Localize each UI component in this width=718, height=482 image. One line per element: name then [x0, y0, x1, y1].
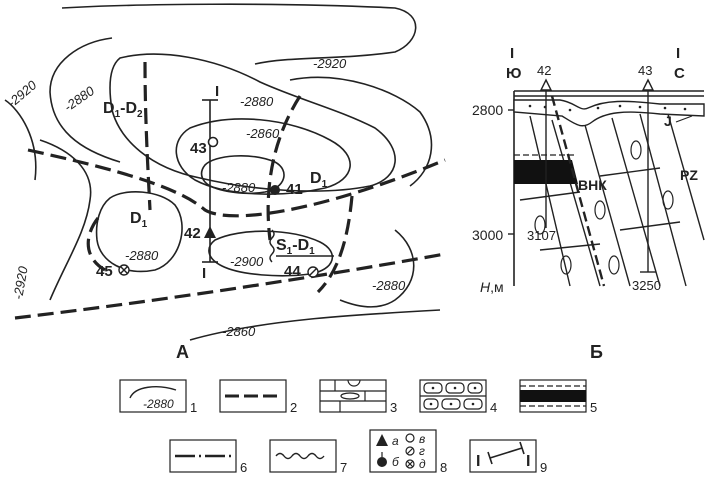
contour-line: [4, 99, 37, 181]
contour-label: -2880: [61, 83, 97, 115]
section-line-icon: [489, 447, 523, 459]
fault-line: [86, 217, 106, 272]
well-number: 42: [184, 225, 201, 242]
well-number: 43: [190, 140, 207, 157]
legend-box-3: [319, 379, 387, 413]
contour-line: [61, 3, 417, 65]
contour-line: [49, 37, 121, 163]
fault-line: [14, 252, 446, 320]
formation-d1-d2: D1-D2: [103, 100, 143, 120]
oil-bed-icon: [520, 390, 586, 402]
depth-tick-label: 2800: [472, 102, 503, 118]
wavy-boundary: [269, 229, 275, 263]
contour-label: -2920: [4, 77, 40, 110]
filled-triangle-icon: [204, 226, 216, 238]
jurassic-cover: [513, 99, 705, 127]
legend-box-9: [469, 439, 537, 473]
formation-s1-d1: S1-D1: [276, 237, 315, 257]
fault-line: [143, 61, 152, 211]
legend-number: 2: [290, 400, 297, 415]
well-depth: 3107: [527, 228, 556, 243]
contour-label: -2880: [240, 94, 274, 109]
contact-label: ВНК: [578, 177, 607, 193]
fault-line: [27, 148, 446, 218]
legend-section-end: I: [526, 453, 530, 470]
well-number: 45: [96, 263, 113, 280]
legend-number: 6: [240, 460, 247, 475]
legend-sub-label: б: [392, 455, 400, 469]
wavy-line-icon: [275, 452, 325, 460]
legend: -2880 1 2 3 4: [119, 379, 597, 475]
formation-d1-west: D1: [130, 210, 148, 230]
contour-line: [39, 139, 92, 301]
open-circle-icon: [207, 136, 219, 148]
cross-section: I I Ю С 42 43 2800 3000 Н,м: [472, 45, 705, 295]
stratum-label: J: [664, 113, 672, 129]
filled-circle-icon: [270, 185, 280, 195]
well-head-triangle-icon: [641, 78, 655, 91]
well-number: 41: [286, 181, 303, 198]
basement-blocks: [519, 113, 705, 287]
legend-number: 8: [440, 460, 447, 475]
direction-end: С: [674, 65, 685, 82]
sandstone-pattern-icon: [420, 382, 486, 410]
section-line-start: I: [510, 45, 514, 62]
section-well-number: 42: [537, 63, 551, 78]
contour-line: [339, 229, 415, 308]
legend-sub-label: в: [419, 432, 425, 446]
legend-box-7: [269, 439, 337, 473]
legend-sample-text: -2880: [143, 397, 174, 411]
fault-lines: [14, 61, 446, 320]
contour-label: -2900: [230, 254, 264, 269]
contour-line: [109, 53, 396, 192]
legend-number: 4: [490, 400, 497, 415]
legend-sub-label: г: [419, 444, 425, 458]
limestone-lenses: [534, 140, 674, 275]
section-line-end: I: [676, 45, 680, 62]
filled-triangle-icon: [376, 434, 388, 446]
contour-labels: -2920 -2880 -2920 -2880 -2860 -2880 -288…: [4, 56, 406, 339]
contour-line: [200, 155, 285, 195]
map-section-start: I: [215, 83, 219, 100]
contour-label: -2880: [222, 180, 256, 195]
legend-number: 1: [190, 400, 197, 415]
fault-line: [316, 195, 354, 294]
contour-label: -2860: [222, 324, 256, 339]
depth-tick-label: 3000: [472, 227, 503, 243]
contour-line: [175, 118, 351, 195]
formation-d1-east: D1: [310, 170, 328, 190]
fault-line: [266, 95, 302, 241]
legend-number: 3: [390, 400, 397, 415]
limestone-pattern-icon: [320, 379, 386, 412]
legend-number: 7: [340, 460, 347, 475]
contour-line: [95, 191, 183, 273]
depth-axis-label: Н,м: [480, 279, 504, 295]
contour-label: -2880: [372, 278, 406, 293]
direction-start: Ю: [506, 65, 521, 82]
section-well-number: 43: [638, 63, 652, 78]
panel-label-section: Б: [590, 342, 603, 362]
section-fault: [550, 95, 606, 287]
well-number: 44: [284, 263, 301, 280]
contour-label: -2860: [246, 126, 280, 141]
legend-number: 9: [540, 460, 547, 475]
legend-number: 5: [590, 400, 597, 415]
map-wells: 43 41 42 44 45: [96, 136, 319, 280]
stratum-label: PZ: [680, 167, 698, 183]
map-section-end: I: [202, 265, 206, 282]
contour-line: [189, 309, 441, 341]
legend-section-start: I: [476, 453, 480, 470]
contour-line-icon: [129, 386, 177, 399]
open-circle-icon: [405, 433, 415, 443]
panel-label-map: А: [176, 342, 189, 362]
legend-sub-label: а: [392, 434, 399, 448]
contour-label: -2880: [125, 248, 159, 263]
well-head-triangle-icon: [539, 78, 553, 91]
filled-circle-icon: [377, 457, 387, 467]
contour-label: -2920: [10, 264, 31, 300]
legend-sub-label: д: [419, 457, 426, 471]
well-depth: 3250: [632, 278, 661, 293]
contour-label: -2920: [313, 56, 347, 71]
